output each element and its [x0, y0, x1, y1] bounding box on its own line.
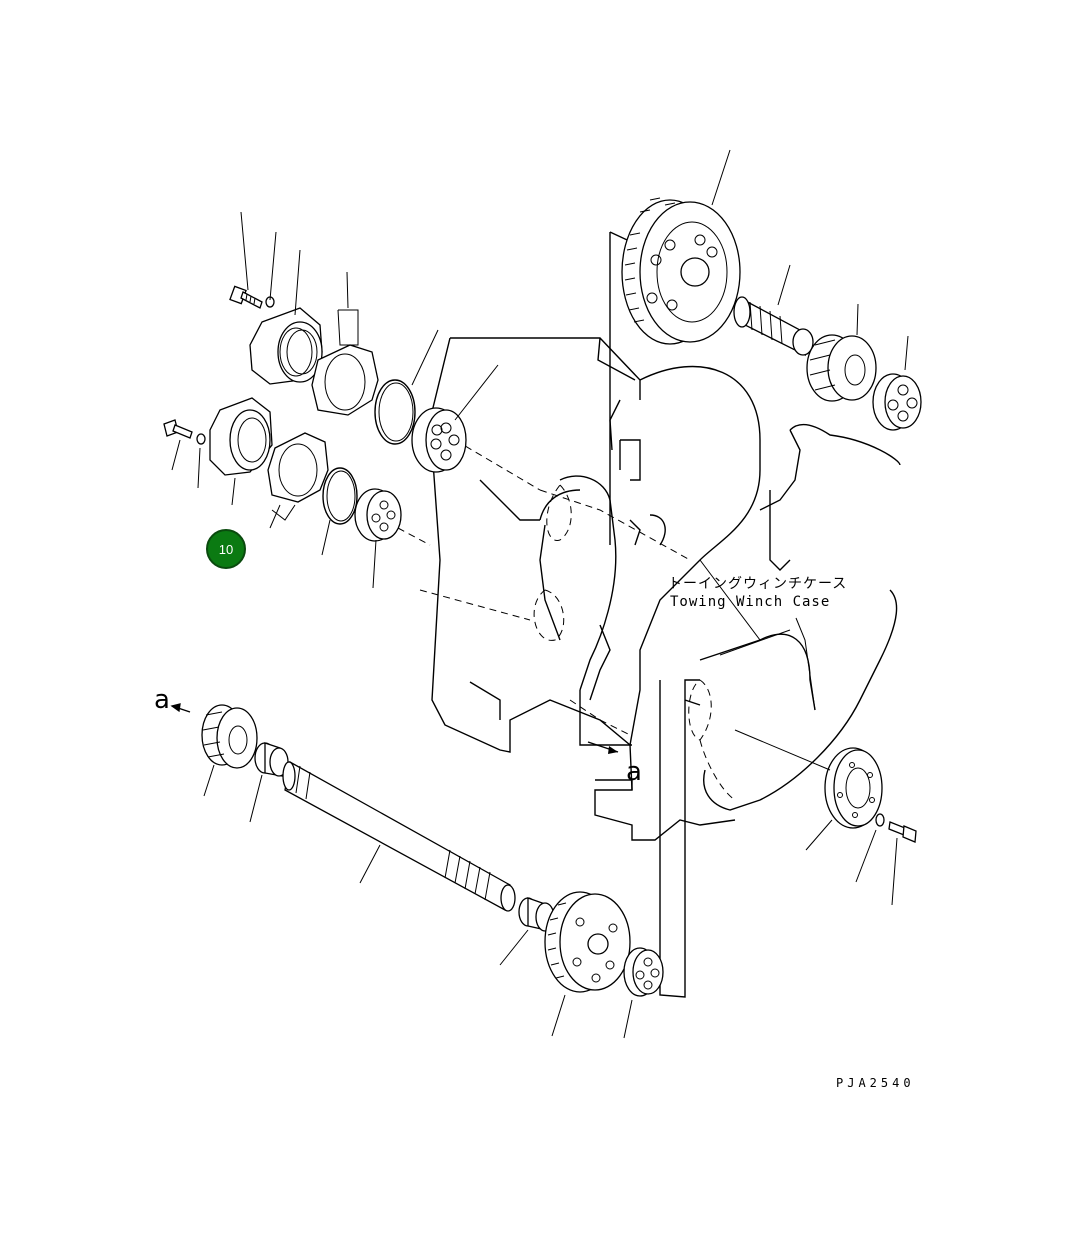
seal-retainer-part-2 — [209, 397, 273, 476]
seal-retainer-part — [249, 307, 323, 385]
shim-part-2 — [267, 432, 329, 503]
view-marker-top: a — [154, 685, 170, 715]
upper-gear-assembly — [621, 149, 922, 431]
shim-part — [311, 344, 379, 416]
cover-plate-assembly — [699, 559, 917, 906]
cover-plate-part — [824, 747, 883, 829]
case-label-english: Towing Winch Case — [670, 594, 830, 610]
coupling-part — [806, 334, 877, 402]
bearing-part-4 — [623, 947, 664, 997]
bearing-part — [411, 407, 467, 473]
bearing-part-3 — [872, 373, 922, 431]
bearing-part-2 — [354, 488, 402, 542]
washer-part-2 — [875, 813, 885, 827]
bushing-part — [254, 742, 289, 777]
lower-gear-part — [544, 891, 631, 993]
splined-shaft-part — [733, 296, 814, 357]
o-ring-part — [374, 379, 416, 445]
case-label-japanese: トーイングウィンチケース — [668, 576, 847, 592]
bolt-part-2 — [888, 821, 917, 843]
large-gear-part — [621, 197, 741, 345]
main-shaft-assembly — [170, 703, 664, 1039]
top-seal-assembly — [229, 211, 499, 473]
view-marker-bottom: a — [626, 757, 642, 787]
bolt-part — [229, 285, 263, 309]
drawing-code: PJA2540 — [836, 1076, 915, 1090]
callout-badge[interactable]: 10 — [206, 529, 246, 569]
middle-seal-assembly — [163, 397, 431, 589]
callout-badge-number: 10 — [218, 541, 234, 557]
winch-case-outline — [419, 231, 901, 998]
long-shaft-part — [282, 760, 516, 912]
view-arrow-head — [608, 746, 618, 754]
lower-coupling-part — [201, 704, 258, 769]
